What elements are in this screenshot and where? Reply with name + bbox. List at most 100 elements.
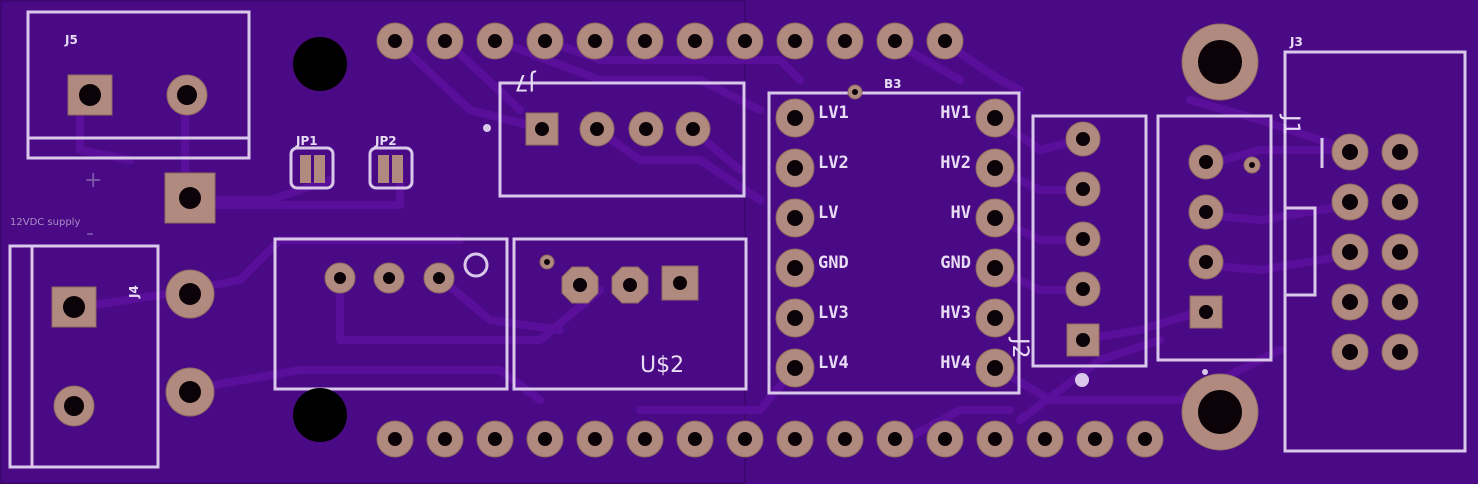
pad-hole bbox=[688, 34, 702, 48]
mounting-hole-icon bbox=[293, 388, 347, 442]
pad-hole bbox=[838, 432, 852, 446]
pad-hole bbox=[438, 432, 452, 446]
pad-hole bbox=[1342, 244, 1358, 260]
pad-hole bbox=[179, 283, 201, 305]
pad-hole bbox=[787, 310, 803, 326]
pad-hole bbox=[1138, 432, 1152, 446]
pad-hole bbox=[588, 432, 602, 446]
pin1-dot bbox=[1075, 373, 1089, 387]
pad-hole bbox=[1392, 344, 1408, 360]
pad-hole bbox=[787, 360, 803, 376]
pin1-dot bbox=[483, 124, 491, 132]
b3-outline bbox=[767, 91, 1021, 395]
lv2-label: LV2 bbox=[818, 153, 849, 173]
pad-hole bbox=[388, 34, 402, 48]
j3-key bbox=[1283, 206, 1317, 297]
pad-hole bbox=[538, 34, 552, 48]
pad-hole bbox=[987, 310, 1003, 326]
lv4-label: LV4 bbox=[818, 353, 849, 373]
lv1-label: LV1 bbox=[818, 103, 849, 123]
pad-hole bbox=[988, 432, 1002, 446]
octagon-pads bbox=[561, 266, 649, 304]
mounting-hole-hole bbox=[1198, 390, 1242, 434]
lv3-label: LV3 bbox=[818, 303, 849, 323]
pad-hole bbox=[388, 432, 402, 446]
mounting-hole-hole bbox=[1198, 40, 1242, 84]
pad-hole bbox=[383, 272, 395, 284]
silkscreen-outlines bbox=[8, 10, 1467, 469]
pad-hole bbox=[888, 432, 902, 446]
pad-hole bbox=[1342, 194, 1358, 210]
pad-hole bbox=[938, 34, 952, 48]
pad-hole bbox=[334, 272, 346, 284]
pad-hole bbox=[1076, 282, 1090, 296]
hv4-label: HV4 bbox=[940, 353, 971, 373]
pad-hole bbox=[638, 34, 652, 48]
pad-hole bbox=[1199, 255, 1213, 269]
hv3-label: HV3 bbox=[940, 303, 971, 323]
supply-label: 12VDC supply bbox=[10, 217, 80, 228]
pad-hole bbox=[1199, 155, 1213, 169]
pad-hole bbox=[488, 34, 502, 48]
mounting-holes bbox=[293, 23, 1259, 451]
pad-hole bbox=[788, 34, 802, 48]
pad-hole bbox=[639, 122, 653, 136]
pad-hole bbox=[433, 272, 445, 284]
round-pads bbox=[53, 22, 1419, 458]
hv1-label: HV1 bbox=[940, 103, 971, 123]
pad-hole bbox=[488, 432, 502, 446]
jp2-label: JP2 bbox=[374, 134, 397, 148]
minus-sign: - bbox=[86, 221, 94, 246]
plus-sign: + bbox=[84, 168, 102, 193]
via-hole bbox=[544, 259, 550, 265]
pad-hole bbox=[638, 432, 652, 446]
j7-header-outline bbox=[498, 81, 746, 198]
pad-hole bbox=[1199, 205, 1213, 219]
pad-hole bbox=[1342, 144, 1358, 160]
j5-outline bbox=[26, 10, 251, 160]
pad-hole bbox=[1392, 144, 1408, 160]
pad-hole bbox=[438, 34, 452, 48]
pad-hole bbox=[177, 85, 197, 105]
u2-outline bbox=[512, 237, 748, 391]
jp1-pads bbox=[300, 155, 325, 183]
pad-hole bbox=[1076, 132, 1090, 146]
pad-hole bbox=[1392, 244, 1408, 260]
jp1-outline bbox=[289, 146, 335, 190]
pad-hole bbox=[987, 110, 1003, 126]
pad-hole bbox=[738, 432, 752, 446]
j5-label: J5 bbox=[64, 33, 78, 47]
pad-hole bbox=[1392, 294, 1408, 310]
pad-hole bbox=[987, 360, 1003, 376]
pad-hole bbox=[1088, 432, 1102, 446]
pad-hole bbox=[1076, 182, 1090, 196]
j4-label: J4 bbox=[127, 285, 141, 299]
lv-label: LV bbox=[818, 203, 838, 223]
gnd-left-label: GND bbox=[818, 253, 849, 273]
pin1-dot bbox=[1202, 369, 1208, 375]
pad-hole bbox=[686, 122, 700, 136]
pad-hole bbox=[787, 260, 803, 276]
j1-label: J1 bbox=[1278, 113, 1303, 136]
via-hole bbox=[1249, 162, 1255, 168]
pad-hole bbox=[590, 122, 604, 136]
jp2-pads bbox=[378, 155, 403, 183]
j4-outline bbox=[8, 244, 160, 469]
pad-hole bbox=[1392, 194, 1408, 210]
j1-outline bbox=[1156, 114, 1273, 362]
pad-hole bbox=[987, 160, 1003, 176]
pad-hole bbox=[1038, 432, 1052, 446]
pad-hole bbox=[64, 396, 84, 416]
pad-hole bbox=[1342, 344, 1358, 360]
pad-hole bbox=[538, 432, 552, 446]
pad-hole bbox=[888, 34, 902, 48]
j2-outline bbox=[1031, 114, 1148, 368]
mounting-hole-icon bbox=[293, 37, 347, 91]
jp2-outline bbox=[368, 146, 414, 190]
jp1-label: JP1 bbox=[295, 134, 318, 148]
regulator-outline bbox=[273, 237, 509, 391]
pad-hole bbox=[838, 34, 852, 48]
j2-label: J2 bbox=[1007, 336, 1032, 359]
square-pads bbox=[51, 74, 1223, 357]
